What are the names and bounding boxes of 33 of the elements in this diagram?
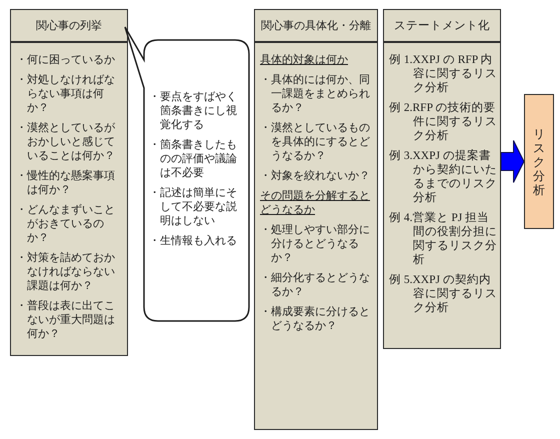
list-item: ・記述は簡単にそして不必要な説明はしない	[149, 186, 238, 228]
list-item: 例 2.RFP の技術的要件に関するリスク分析	[389, 101, 498, 143]
column-heading: 関心事の具体化・分離	[255, 10, 377, 43]
list-item: ・対策を詰めておかなければならない課題は何か？	[16, 251, 116, 293]
result-box	[524, 94, 554, 229]
list-item: ・何に困っているか	[16, 53, 116, 67]
list-item: ・漠然としているものを具体的にするとどうなるか？	[260, 121, 371, 163]
column-panel	[10, 9, 128, 356]
block-arrow	[500, 140, 525, 183]
list-item: ・細分化するとどうなるか？	[260, 271, 371, 299]
list-item: ・どんなまずいことがおきているのか？	[16, 203, 116, 245]
subheading: その問題を分解するとどうなるか	[260, 189, 371, 217]
list-item: 例 5.XXPJ の契約内容に関するリスク分析	[389, 273, 498, 315]
list-item: ・漠然としているがおかしいと感じていることは何か？	[16, 121, 116, 163]
box-label: リスク分析	[532, 126, 546, 196]
list-item: ・慢性的な懸案事項は何か？	[16, 169, 116, 197]
column-panel	[383, 9, 501, 349]
subheading: 具体的対象は何か	[260, 53, 349, 67]
list-item: 例 1.XXPJ の RFP 内容に関するリスク分析	[389, 53, 498, 95]
list-item: ・箇条書きしたものの評価や議論は不必要	[149, 138, 238, 180]
list-item: ・要点をすばやく箇条書きにし視覚化する	[149, 90, 238, 132]
column-panel	[254, 9, 378, 430]
list-item: ・普段は表に出てこないが重大問題は何か？	[16, 299, 116, 341]
speech-bubble	[124, 26, 250, 322]
list-item: ・対処しなければならない事項は何か？	[16, 73, 116, 115]
list-item: ・構成要素に分けるとどうなるか？	[260, 305, 371, 333]
column-heading: ステートメント化	[384, 10, 500, 43]
list-item: ・対象を絞れないか？	[260, 169, 371, 183]
list-item: ・処理しやすい部分に分けるとどうなるか？	[260, 223, 371, 265]
list-item: 例 3.XXPJ の提案書から契約にいたるまでのリスク分析	[389, 149, 498, 205]
list-item: ・生情報も入れる	[149, 234, 238, 248]
list-item: 例 4.営業と PJ 担当間の役割分担に関するリスク分析	[389, 211, 498, 267]
list-item: ・具体的には何か、同一課題をまとめられるか？	[260, 73, 371, 115]
